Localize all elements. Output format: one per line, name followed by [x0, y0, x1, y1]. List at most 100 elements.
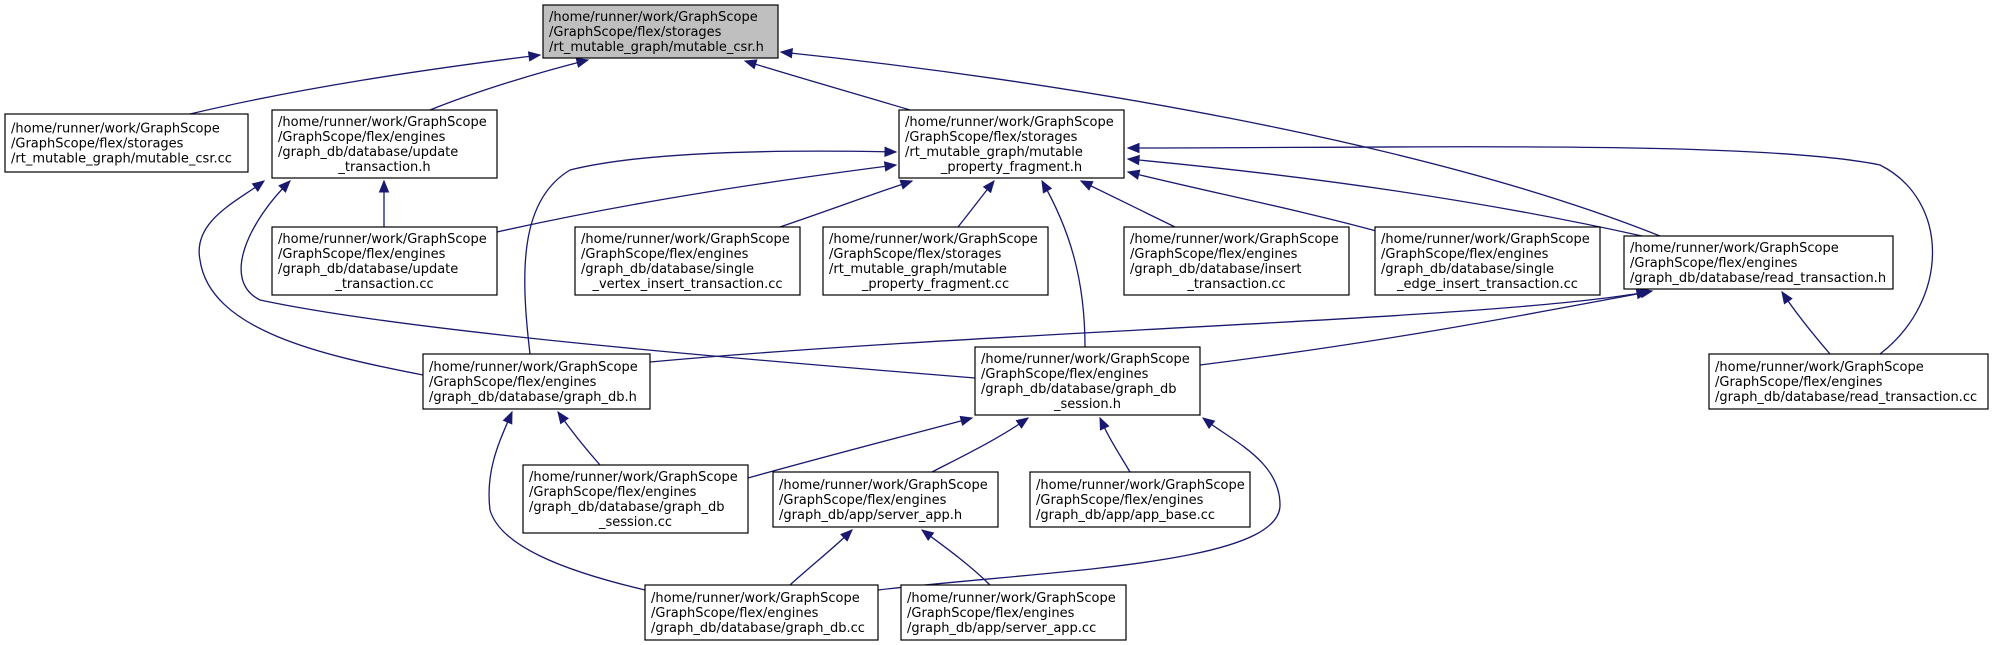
node-server-app-h[interactable]: /home/runner/work/GraphScope/GraphScope/… [772, 471, 999, 528]
node-graph-db-session-h[interactable]: /home/runner/work/GraphScope/GraphScope/… [974, 346, 1201, 416]
node-label-line: /rt_mutable_graph/mutable_csr.cc [11, 152, 232, 167]
node-label-line: /GraphScope/flex/engines [651, 606, 819, 621]
node-box [974, 346, 1201, 416]
node-label-line: /home/runner/work/GraphScope [581, 232, 790, 247]
node-single-edge-insert-transaction-cc[interactable]: /home/runner/work/GraphScope/GraphScope/… [1374, 226, 1601, 296]
edge-line [1127, 171, 1381, 233]
edge-single_edge_insert_transaction_cc-to-mutable_property_fragment_h [1126, 169, 1381, 233]
node-label-line: /home/runner/work/GraphScope [1630, 241, 1839, 256]
node-single-vertex-insert-transaction-cc[interactable]: /home/runner/work/GraphScope/GraphScope/… [574, 226, 801, 296]
node-label-line: /home/runner/work/GraphScope [429, 360, 638, 375]
edge-line [649, 290, 1653, 363]
node-read-transaction-cc[interactable]: /home/runner/work/GraphScope/GraphScope/… [1708, 353, 1989, 410]
node-mutable-csr-h[interactable]: /home/runner/work/GraphScope/GraphScope/… [542, 4, 779, 59]
edge-line [1781, 291, 1831, 355]
node-box [271, 109, 498, 179]
node-graph-db-cc[interactable]: /home/runner/work/GraphScope/GraphScope/… [644, 584, 879, 641]
node-box [644, 584, 879, 641]
node-app-base-cc[interactable]: /home/runner/work/GraphScope/GraphScope/… [1029, 471, 1251, 528]
node-mutable-property-fragment-cc[interactable]: /home/runner/work/GraphScope/GraphScope/… [822, 226, 1049, 296]
edge-arrowhead [251, 180, 266, 193]
edge-arrowhead [575, 57, 590, 68]
node-label-line: /GraphScope/flex/engines [429, 375, 597, 390]
edge-graph_db_cc-to-server_app_h [789, 529, 853, 586]
edge-line [488, 411, 646, 591]
edge-line [779, 180, 913, 228]
edge-arrowhead [1041, 179, 1053, 194]
edge-arrowhead [959, 415, 974, 427]
node-box [271, 226, 498, 296]
node-insert-transaction-cc[interactable]: /home/runner/work/GraphScope/GraphScope/… [1123, 226, 1350, 296]
node-box [772, 471, 999, 528]
edge-graph_db_session_cc-to-graph_db_h [557, 410, 601, 466]
node-graph-db-h[interactable]: /home/runner/work/GraphScope/GraphScope/… [422, 353, 651, 410]
node-label-line: /graph_db/database/update [278, 145, 458, 160]
edge-read_transaction_h-to-mutable_property_fragment_h [1126, 154, 1643, 237]
node-label-line: /graph_db/database/read_transaction.cc [1715, 390, 1977, 405]
edge-line [877, 417, 1281, 591]
node-label-line: /GraphScope/flex/storages [549, 25, 722, 40]
edge-update_transaction_cc-to-mutable_property_fragment_h [496, 161, 898, 233]
node-label-line: /graph_db/app/server_app.h [779, 508, 962, 523]
node-label-line: /home/runner/work/GraphScope [1715, 360, 1924, 375]
edges-layer [189, 47, 1933, 591]
node-label-line: /home/runner/work/GraphScope [779, 478, 988, 493]
node-box [1374, 226, 1601, 296]
edge-app_base_cc-to-graph_db_session_h [1099, 416, 1131, 473]
edge-mutable_csr_cc-to-mutable_csr_h [189, 51, 542, 115]
edge-server_app_h-to-graph_db_session_h [931, 417, 1030, 473]
edge-line [1080, 180, 1176, 228]
node-label-line: /graph_db/database/read_transaction.h [1630, 271, 1886, 286]
node-label-line: /rt_mutable_graph/mutable [829, 262, 1007, 277]
node-update-transaction-h[interactable]: /home/runner/work/GraphScope/GraphScope/… [271, 109, 498, 179]
node-box [898, 109, 1125, 179]
edge-arrowhead [557, 410, 569, 425]
node-mutable-property-fragment-h[interactable]: /home/runner/work/GraphScope/GraphScope/… [898, 109, 1125, 179]
node-label-line: /home/runner/work/GraphScope [907, 591, 1116, 606]
node-label-line: _transaction.cc [334, 277, 433, 292]
edge-read_transaction_cc-to-read_transaction_h [1781, 290, 1831, 355]
node-label-line: _session.h [1053, 397, 1121, 412]
edge-arrowhead [899, 179, 914, 190]
node-label-line: /home/runner/work/GraphScope [1036, 478, 1245, 493]
node-label-line: /home/runner/work/GraphScope [981, 352, 1190, 367]
node-label-line: /graph_db/database/graph_db [529, 500, 725, 515]
node-box [1123, 226, 1350, 296]
node-label-line: /graph_db/database/single [1381, 262, 1554, 277]
node-label-line: /GraphScope/flex/engines [581, 247, 749, 262]
edge-line [496, 164, 897, 233]
node-label-line: _session.cc [598, 515, 672, 530]
edge-arrowhead [840, 529, 853, 542]
node-server-app-cc[interactable]: /home/runner/work/GraphScope/GraphScope/… [900, 584, 1127, 641]
node-label-line: /GraphScope/flex/engines [779, 493, 947, 508]
node-label-line: /graph_db/database/single [581, 262, 754, 277]
edge-line [780, 51, 1661, 237]
node-label-line: /GraphScope/flex/engines [1036, 493, 1204, 508]
edge-arrowhead [884, 146, 898, 158]
edge-graph_db_session_h-to-update_transaction_h [240, 180, 976, 379]
edge-graph_db_h-to-mutable_property_fragment_h [524, 146, 898, 355]
node-label-line: /home/runner/work/GraphScope [278, 115, 487, 130]
node-mutable-csr-cc[interactable]: /home/runner/work/GraphScope/GraphScope/… [4, 113, 249, 173]
edge-line [931, 417, 1029, 473]
node-box [574, 226, 801, 296]
node-label-line: /GraphScope/flex/storages [11, 137, 184, 152]
edge-arrowhead [982, 179, 995, 194]
node-graph-db-session-cc[interactable]: /home/runner/work/GraphScope/GraphScope/… [522, 464, 749, 534]
node-label-line: /graph_db/database/graph_db [981, 382, 1177, 397]
edge-arrowhead [779, 47, 793, 59]
node-box [1029, 471, 1251, 528]
edge-line [189, 54, 541, 115]
edge-line [1127, 146, 1933, 355]
edge-graph_db_cc-to-graph_db_h [488, 410, 646, 591]
node-read-transaction-h[interactable]: /home/runner/work/GraphScope/GraphScope/… [1623, 235, 1894, 290]
node-label-line: /graph_db/database/graph_db.cc [651, 621, 865, 636]
node-label-line: _edge_insert_transaction.cc [1396, 277, 1578, 292]
edge-line [524, 150, 897, 355]
edge-arrowhead [920, 529, 935, 542]
edge-line [744, 60, 911, 111]
node-label-line: /home/runner/work/GraphScope [905, 115, 1114, 130]
node-update-transaction-cc[interactable]: /home/runner/work/GraphScope/GraphScope/… [271, 226, 498, 296]
node-label-line: /GraphScope/flex/engines [1130, 247, 1298, 262]
edge-arrowhead [1126, 154, 1140, 166]
